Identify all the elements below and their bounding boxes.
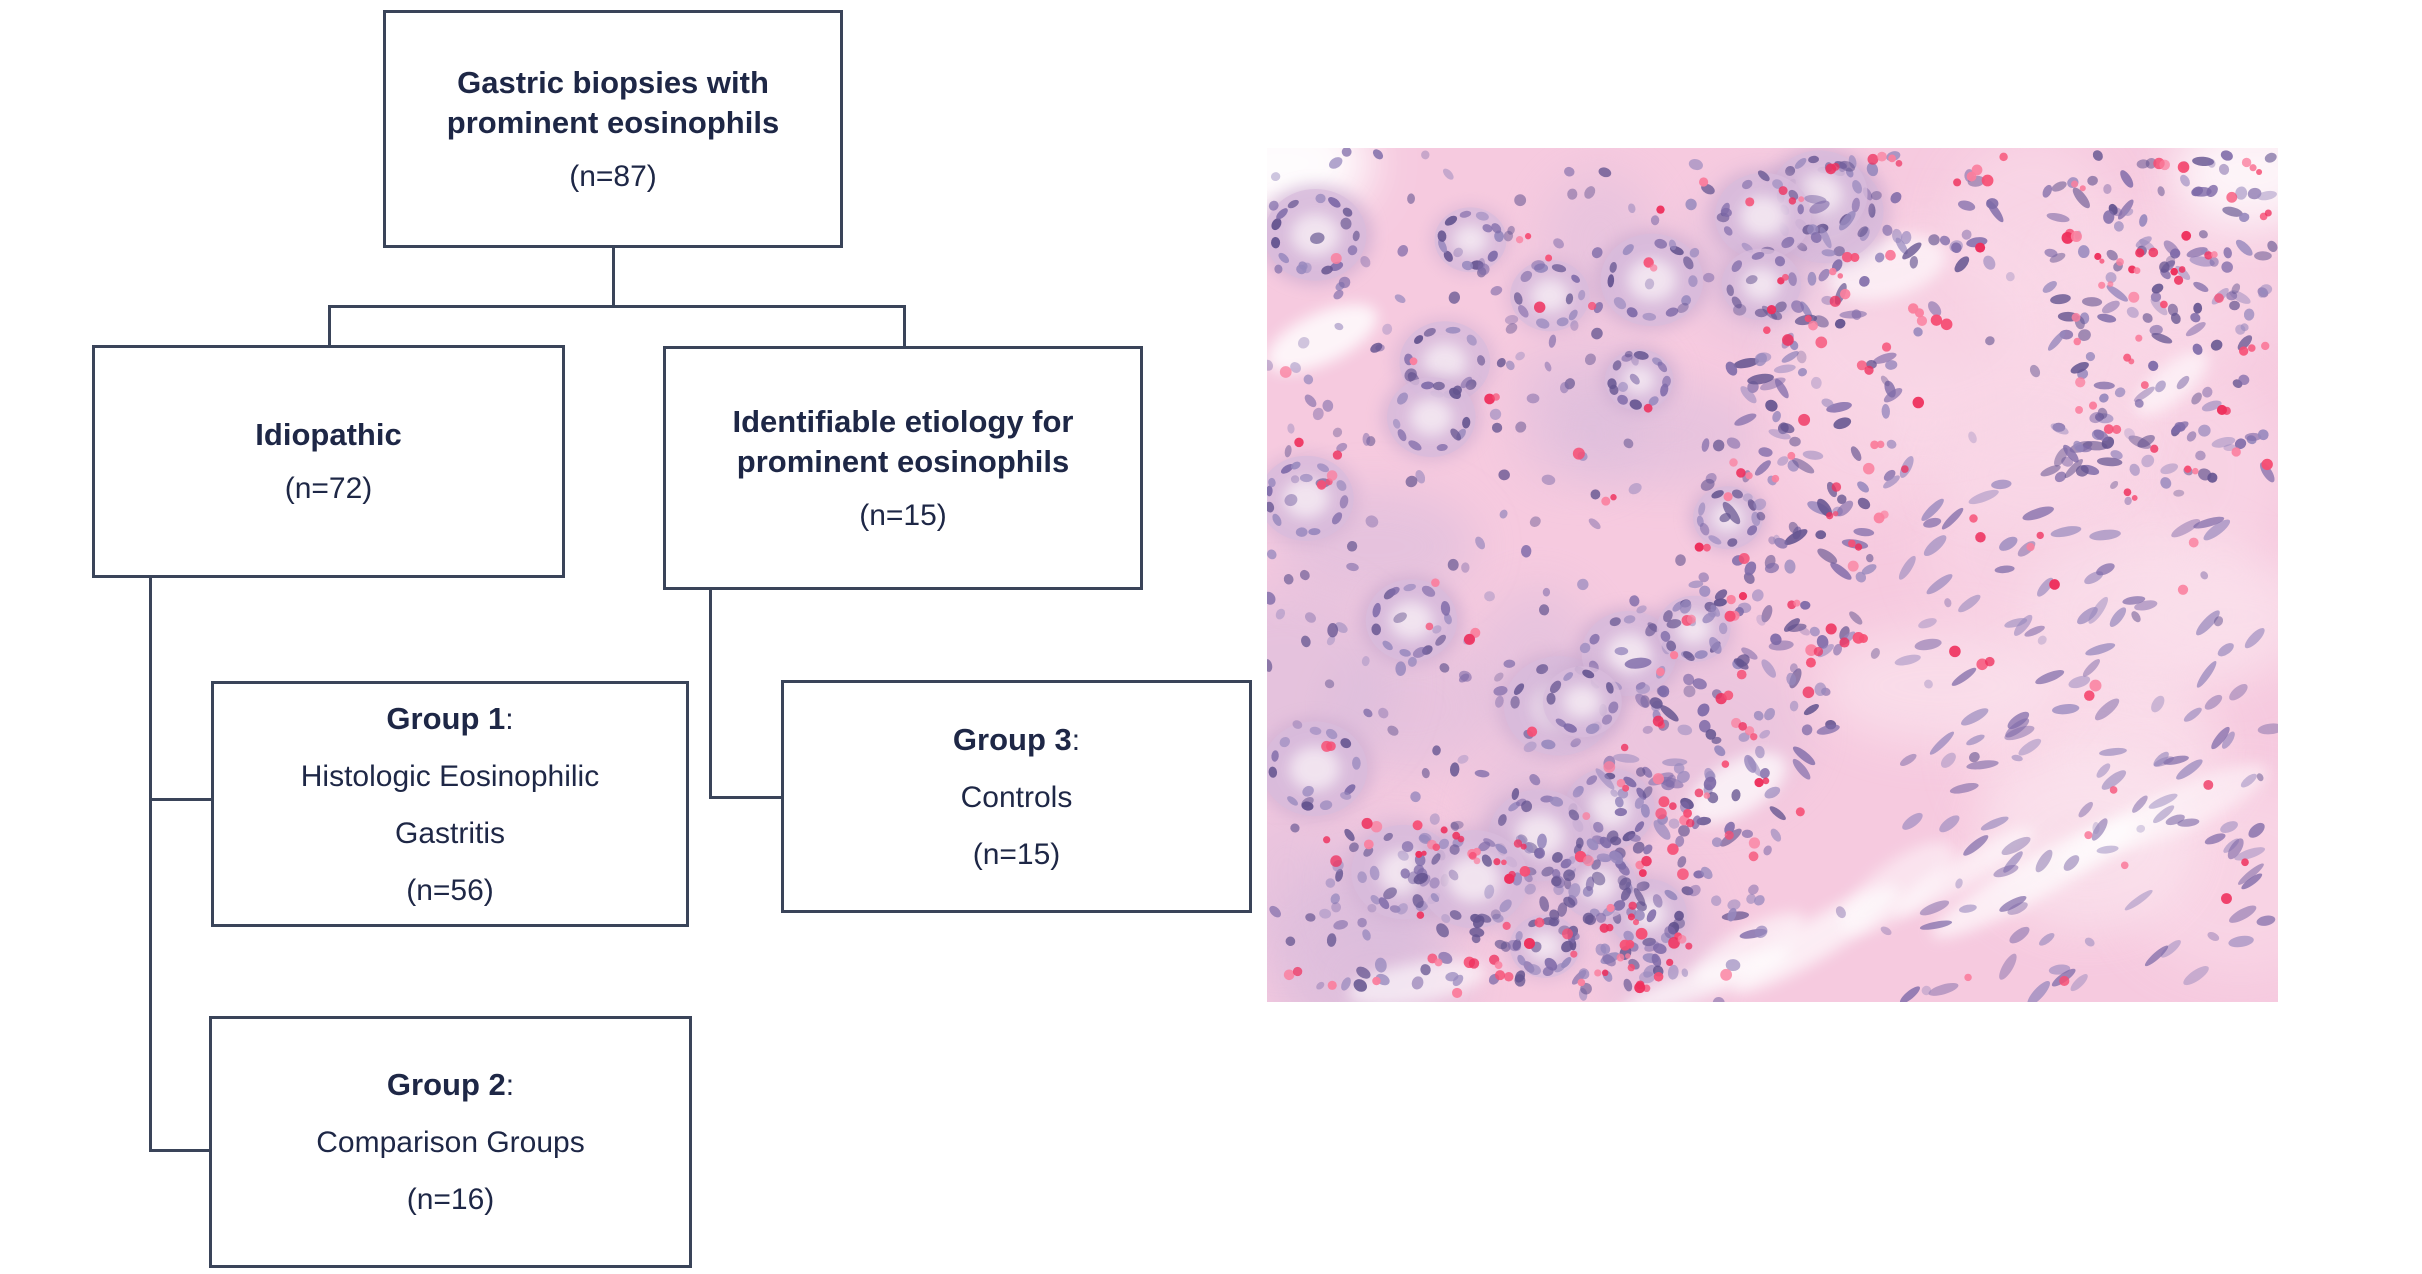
node-count: (n=87) <box>569 159 657 193</box>
flowchart-node-identifiable-etiology: Identifiable etiology for prominent eosi… <box>663 346 1143 590</box>
flowchart-node-root: Gastric biopsies with prominent eosinoph… <box>383 10 843 248</box>
flowchart-node-group2: Group 2: Comparison Groups (n=16) <box>209 1016 692 1268</box>
connector-left-trunk <box>149 578 152 1152</box>
group-title: Group 1 <box>386 700 506 736</box>
node-body-line: Controls <box>960 780 1073 814</box>
node-body-line: Histologic Eosinophilic <box>300 759 600 793</box>
node-title-line: Group 1: <box>386 690 513 748</box>
node-count: (n=56) <box>406 873 494 907</box>
connector-right-trunk <box>709 590 712 799</box>
node-title-line: prominent eosinophils <box>736 443 1070 479</box>
group-title: Group 3 <box>952 721 1072 757</box>
connector-group2-stub <box>149 1149 212 1152</box>
group-title-colon: : <box>1071 723 1081 757</box>
group-title-colon: : <box>505 1069 515 1102</box>
flowchart-node-group3: Group 3: Controls (n=15) <box>781 680 1252 913</box>
node-count: (n=16) <box>406 1183 495 1216</box>
flowchart-node-group1: Group 1: Histologic Eosinophilic Gastrit… <box>211 681 689 927</box>
node-title-line: Gastric biopsies with <box>457 64 769 100</box>
group-title-colon: : <box>505 702 514 736</box>
node-title-line: Identifiable etiology for <box>732 403 1074 439</box>
node-count: (n=72) <box>284 472 373 505</box>
group-title: Group 2 <box>386 1067 506 1102</box>
node-title-line: Group 3: <box>953 711 1080 769</box>
node-title-line: Group 2: <box>387 1056 514 1114</box>
connector-idiopathic-drop <box>328 305 331 348</box>
connector-identifiable-drop <box>903 305 906 349</box>
flowchart-node-idiopathic: Idiopathic (n=72) <box>92 345 565 578</box>
connector-group3-stub <box>709 796 784 799</box>
node-count: (n=15) <box>859 498 947 532</box>
connector-group1-stub <box>149 798 214 801</box>
connector-main-horizontal <box>328 305 906 308</box>
histology-micrograph-image <box>1267 148 2278 1002</box>
node-title-line: Idiopathic <box>255 417 402 452</box>
node-body-line: Gastritis <box>394 816 505 850</box>
node-title-line: prominent eosinophils <box>446 104 780 140</box>
node-body-line: Comparison Groups <box>316 1126 585 1159</box>
connector-root-drop <box>612 248 615 308</box>
node-count: (n=15) <box>972 837 1061 871</box>
